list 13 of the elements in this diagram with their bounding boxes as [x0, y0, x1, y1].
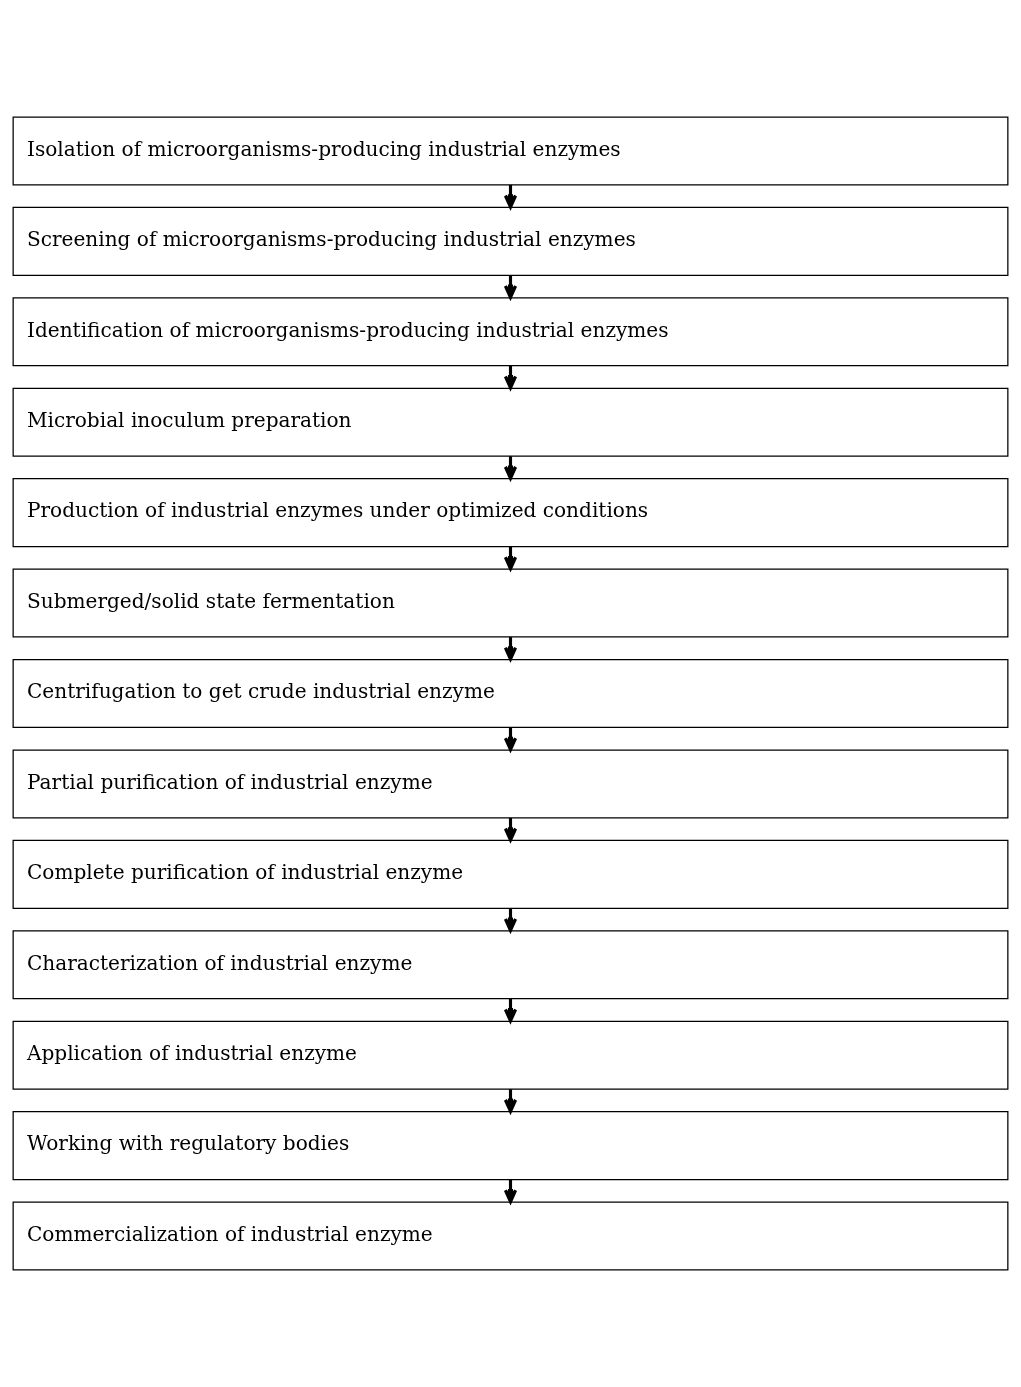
node-box: Identification of microorganisms-producing industrial enzymes: [12, 297, 1009, 367]
node-box: Submerged/solid state fermentation: [12, 568, 1009, 638]
node-box: Commercialization of industrial enzyme: [12, 1201, 1009, 1271]
node-box: Partial purification of industrial enzyme: [12, 749, 1009, 819]
node-box: Application of industrial enzyme: [12, 1020, 1009, 1090]
node-box: Microbial inoculum preparation: [12, 387, 1009, 457]
node-box: Characterization of industrial enzyme: [12, 930, 1009, 1000]
node-box: Complete purification of industrial enzyme: [12, 839, 1009, 909]
node-box: Isolation of microorganisms-producing industrial enzymes: [12, 116, 1009, 186]
node-box: Production of industrial enzymes under optimized conditions: [12, 478, 1009, 548]
node-box: Centrifugation to get crude industrial enzyme: [12, 658, 1009, 729]
node-box: Screening of microorganisms-producing industrial enzymes: [12, 206, 1009, 276]
node-box: Working with regulatory bodies: [12, 1111, 1009, 1181]
